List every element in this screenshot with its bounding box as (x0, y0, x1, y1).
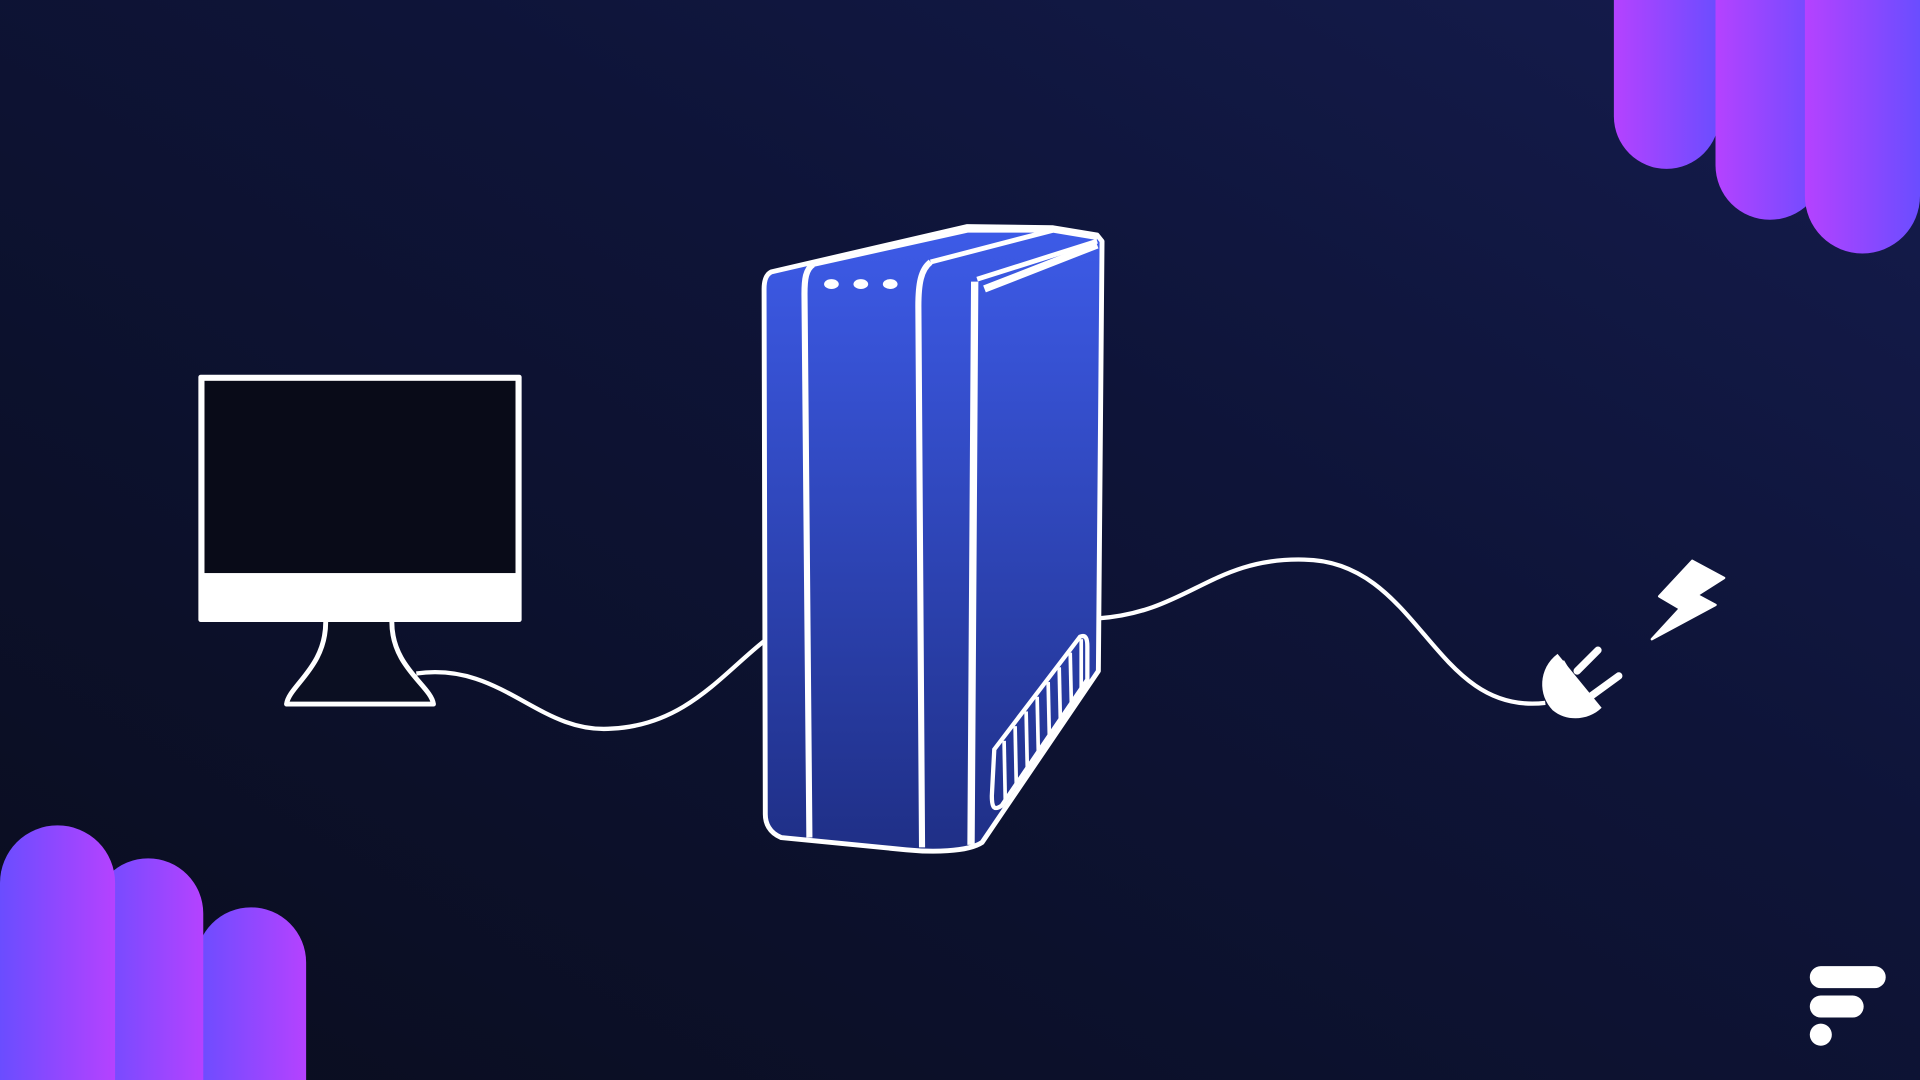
monitor-screen (204, 380, 516, 574)
tower-led (882, 279, 898, 289)
monitor-stand (284, 621, 436, 707)
cable-tower-to-plug (1098, 557, 1546, 706)
power-plug-icon (1542, 646, 1623, 719)
lightning-bolt-icon (1650, 559, 1726, 641)
tower-led (853, 279, 869, 289)
desktop-tower-icon (761, 224, 1105, 854)
decor-pill (0, 825, 116, 1080)
decor-pills-bottom-left (0, 825, 307, 1080)
cable-monitor-to-tower (416, 637, 768, 731)
tower-vent (989, 634, 1090, 811)
tower-led (824, 279, 839, 289)
decor-pill (195, 907, 307, 1080)
brand-logo (1809, 966, 1886, 1046)
decor-pill (93, 858, 204, 1080)
decor-pill (1613, 0, 1720, 169)
monitor-icon (198, 374, 522, 707)
decor-pills-top-right (1613, 0, 1920, 254)
decor-pill (1715, 0, 1825, 220)
decor-pill (1804, 0, 1920, 254)
